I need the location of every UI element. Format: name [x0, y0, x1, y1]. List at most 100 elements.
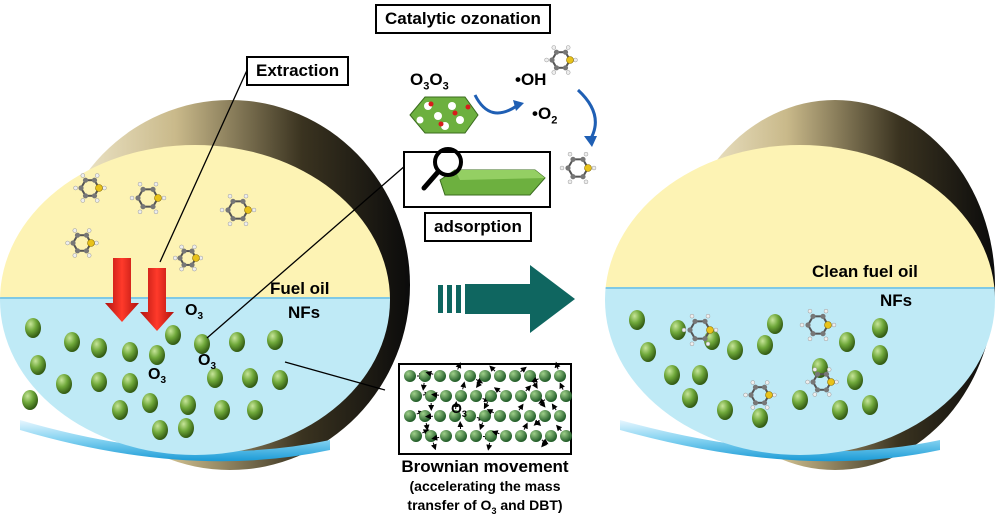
- nanoparticle: [752, 408, 768, 428]
- brownian-particle: [440, 390, 452, 402]
- brownian-particle: [479, 370, 491, 382]
- nanoparticle: [22, 390, 38, 410]
- magnifier-icon: [433, 147, 463, 177]
- brownian-particle: [425, 430, 437, 442]
- brownian-particle: [440, 430, 452, 442]
- adsorption-panel: [403, 147, 551, 208]
- brownian-particle: [554, 370, 566, 382]
- sulfur-molecule: [799, 308, 837, 342]
- brownian-particle: [485, 390, 497, 402]
- nanoparticle: [682, 388, 698, 408]
- nanoparticles: [22, 310, 888, 440]
- brownian-particle: [455, 430, 467, 442]
- brownian-particle: [410, 430, 422, 442]
- nanoparticle: [149, 345, 165, 365]
- nanoparticle: [91, 372, 107, 392]
- nanoparticle: [64, 332, 80, 352]
- ozone-label-1: O3: [185, 302, 204, 323]
- brownian-particle: [494, 370, 506, 382]
- nanoparticle: [229, 332, 245, 352]
- extraction-arrow-right: [140, 268, 174, 331]
- brownian-particle: [479, 410, 491, 422]
- ozone-label-4: O3: [451, 400, 467, 419]
- nanoparticle: [142, 393, 158, 413]
- brownian-particle: [500, 430, 512, 442]
- nanoparticle: [872, 345, 888, 365]
- catalytic-ozonation-label: Catalytic ozonation: [375, 4, 551, 34]
- brownian-particle: [515, 430, 527, 442]
- brownian-particle: [404, 410, 416, 422]
- sulfur-molecule: [219, 193, 257, 227]
- nanoparticle: [640, 342, 656, 362]
- fuel-oil-label: Fuel oil: [270, 279, 330, 298]
- nanoparticle: [178, 418, 194, 438]
- hydroxyl-radical-label: •OH: [515, 70, 547, 89]
- nanoparticle: [25, 318, 41, 338]
- brownian-particle: [500, 390, 512, 402]
- right-vessel-rim-bottom: [620, 420, 940, 462]
- nanoparticle: [180, 395, 196, 415]
- sulfur-molecule: [805, 367, 839, 397]
- left-vessel-rim-bottom: [20, 420, 330, 462]
- brownian-particle: [509, 370, 521, 382]
- sulfur-molecule: [743, 380, 777, 410]
- nanoparticle: [165, 325, 181, 345]
- brownian-particle: [419, 370, 431, 382]
- brownian-particle: [455, 390, 467, 402]
- nfs-label-right: NFs: [880, 291, 913, 310]
- nanoparticle: [872, 318, 888, 338]
- sulfur-molecule: [559, 151, 597, 185]
- brownian-particle: [449, 370, 461, 382]
- left-vessel: [0, 100, 410, 470]
- brownian-particle: [434, 370, 446, 382]
- brownian-particle: [545, 390, 557, 402]
- nanoparticle: [122, 342, 138, 362]
- brownian-particle: [539, 410, 551, 422]
- sulfur-molecule: [129, 181, 167, 215]
- nanoparticle: [214, 400, 230, 420]
- nanoparticle: [152, 420, 168, 440]
- sulfur-molecule: [172, 244, 204, 272]
- brownian-particle: [539, 370, 551, 382]
- ozone-pair-label: O3O3: [410, 70, 449, 93]
- nanoparticle: [267, 330, 283, 350]
- brownian-particle: [530, 390, 542, 402]
- nanoparticle: [207, 368, 223, 388]
- brownian-particle: [515, 390, 527, 402]
- nanoparticle: [122, 373, 138, 393]
- nanoparticle: [664, 365, 680, 385]
- brownian-particle: [410, 390, 422, 402]
- extraction-arrow-left: [105, 258, 139, 322]
- sulfur-molecule: [65, 228, 99, 258]
- nanoparticle: [247, 400, 263, 420]
- nanoparticle: [56, 374, 72, 394]
- brownian-particle: [530, 430, 542, 442]
- nanoparticle: [792, 390, 808, 410]
- nanoparticle: [839, 332, 855, 352]
- brownian-particle: [560, 430, 572, 442]
- nanoparticle: [862, 395, 878, 415]
- brownian-particle: [554, 410, 566, 422]
- extraction-arrows: [105, 258, 174, 331]
- nanoparticle: [91, 338, 107, 358]
- brownian-particle: [560, 390, 572, 402]
- nanoparticle: [670, 320, 686, 340]
- nanoparticle: [727, 340, 743, 360]
- brownian-title: Brownian movement: [401, 457, 569, 476]
- right-vessel: [605, 100, 995, 470]
- catalyst-particle: [409, 96, 479, 134]
- ozone-label-2: O3: [198, 352, 217, 373]
- brownian-particle: [494, 410, 506, 422]
- nanoparticle: [832, 400, 848, 420]
- brownian-particle: [470, 430, 482, 442]
- sulfur-molecule: [73, 173, 107, 203]
- nanoparticle: [847, 370, 863, 390]
- sulfur-molecules: [65, 45, 839, 410]
- brownian-particle: [470, 390, 482, 402]
- brownian-particle: [485, 430, 497, 442]
- brownian-particle: [449, 410, 461, 422]
- brownian-particle: [464, 410, 476, 422]
- clean-fuel-oil-label: Clean fuel oil: [812, 262, 918, 281]
- brownian-particle: [509, 410, 521, 422]
- nanoparticle: [112, 400, 128, 420]
